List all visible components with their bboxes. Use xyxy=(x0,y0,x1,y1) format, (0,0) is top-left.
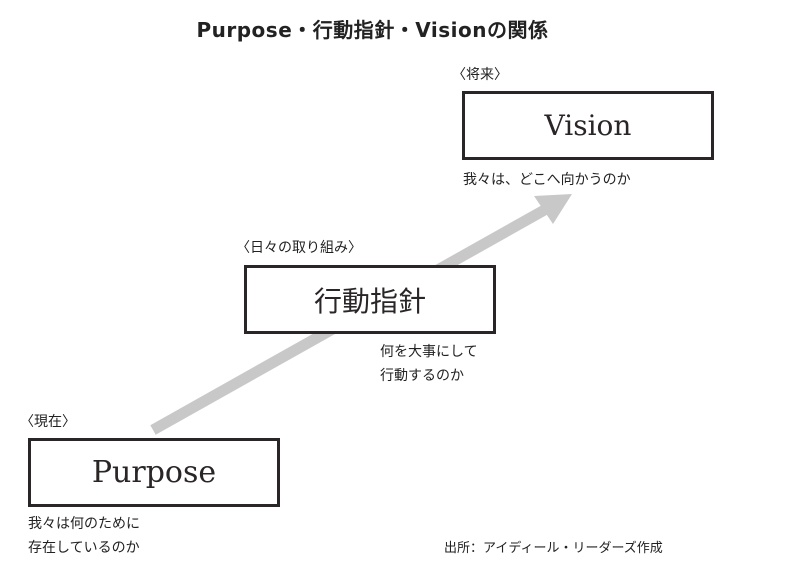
action-tag: 〈日々の取り組み〉 xyxy=(236,240,362,256)
source-note: 出所：アイディール・リーダーズ作成 xyxy=(444,541,663,556)
diagram-title: Purpose・行動指針・Visionの関係 xyxy=(196,18,549,42)
purpose-box: Purpose xyxy=(28,438,280,507)
action-label: 行動指針 xyxy=(313,284,426,318)
vision-box: Vision xyxy=(462,91,714,160)
purpose-description-line: 我々は何のために xyxy=(28,516,140,532)
purpose-description: 我々は何のために 存在しているのか xyxy=(28,512,140,560)
action-box: 行動指針 xyxy=(244,265,496,334)
arrow-head xyxy=(534,194,572,224)
vision-tag: 〈将来〉 xyxy=(452,67,508,83)
vision-label: Vision xyxy=(544,109,632,142)
purpose-description-line: 存在しているのか xyxy=(28,540,140,556)
action-description: 何を大事にして 行動するのか xyxy=(380,340,478,388)
purpose-tag: 〈現在〉 xyxy=(20,414,76,430)
vision-description: 我々は、どこへ向かうのか xyxy=(463,172,631,188)
purpose-label: Purpose xyxy=(91,455,217,490)
action-description-line: 行動するのか xyxy=(380,368,464,384)
action-description-line: 何を大事にして xyxy=(380,344,478,360)
